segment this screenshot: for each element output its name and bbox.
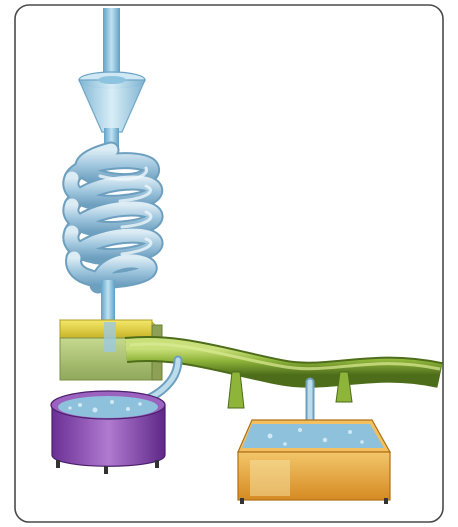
orange-tray [238,420,390,504]
purple-tub [51,391,165,474]
coil-outlet [101,280,115,320]
